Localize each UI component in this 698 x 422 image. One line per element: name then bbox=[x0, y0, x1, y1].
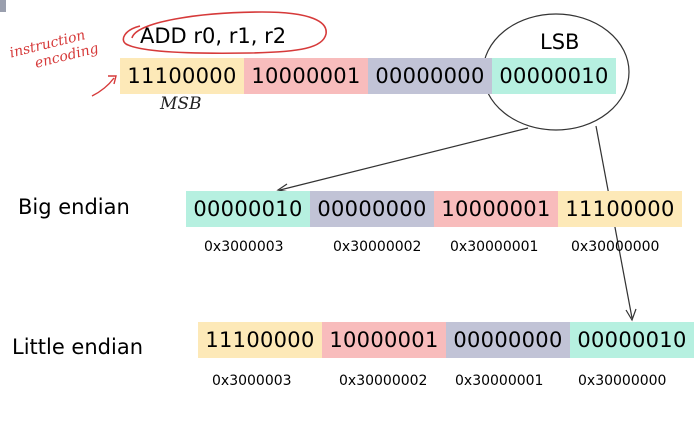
little-endian-address: 0x30000001 bbox=[455, 373, 544, 389]
encoding-byte-msb: 11100000 bbox=[120, 58, 244, 94]
big-endian-byte: 10000001 bbox=[434, 191, 558, 227]
big-endian-address: 0x30000000 bbox=[571, 239, 660, 255]
slide-corner-marker bbox=[0, 0, 6, 12]
encoding-arrow bbox=[91, 77, 115, 97]
little-endian-row: 11100000 10000001 00000000 00000010 bbox=[198, 322, 694, 358]
arrow-to-big-endian bbox=[279, 127, 529, 191]
instruction-text: ADD r0, r1, r2 bbox=[140, 24, 287, 48]
little-endian-byte: 00000010 bbox=[570, 322, 694, 358]
big-endian-address: 0x3000003 bbox=[204, 239, 284, 255]
little-endian-label: Little endian bbox=[12, 335, 144, 359]
big-endian-byte: 00000000 bbox=[310, 191, 434, 227]
instruction-circle bbox=[122, 11, 327, 55]
big-endian-address: 0x30000002 bbox=[333, 239, 422, 255]
instruction-encoding-row: 11100000 10000001 00000000 00000010 bbox=[120, 58, 616, 94]
big-endian-address: 0x30000001 bbox=[450, 239, 539, 255]
little-endian-byte: 11100000 bbox=[198, 322, 322, 358]
big-endian-label: Big endian bbox=[18, 195, 130, 219]
little-endian-address: 0x30000002 bbox=[339, 373, 428, 389]
little-endian-byte: 00000000 bbox=[446, 322, 570, 358]
little-endian-address: 0x3000003 bbox=[212, 373, 292, 389]
big-endian-row: 00000010 00000000 10000001 11100000 bbox=[186, 191, 682, 227]
little-endian-byte: 10000001 bbox=[322, 322, 446, 358]
encoding-byte-2: 10000001 bbox=[244, 58, 368, 94]
big-endian-byte: 00000010 bbox=[186, 191, 310, 227]
msb-note: MSB bbox=[160, 94, 202, 114]
big-endian-byte: 11100000 bbox=[558, 191, 682, 227]
lsb-label: LSB bbox=[540, 30, 580, 54]
encoding-byte-3: 00000000 bbox=[368, 58, 492, 94]
encoding-byte-lsb: 00000010 bbox=[492, 58, 616, 94]
little-endian-address: 0x30000000 bbox=[578, 373, 667, 389]
